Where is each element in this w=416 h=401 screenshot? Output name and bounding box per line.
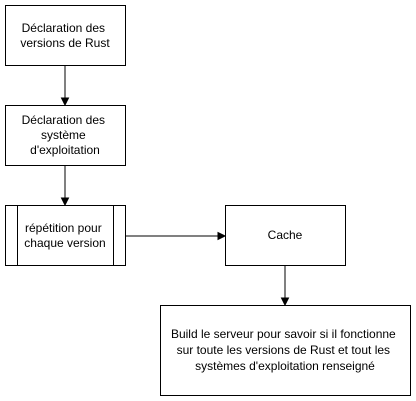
edge-os-declaration-to-repeat-per-version <box>60 166 70 207</box>
node-build-server-box <box>160 305 411 396</box>
node-os-declaration-box <box>5 105 126 166</box>
node-repeat-per-version-box <box>5 205 126 266</box>
node-cache[interactable]: Cache <box>225 205 346 266</box>
arrowhead <box>280 297 290 307</box>
edges <box>60 66 290 307</box>
svg-text:répétition pour chaque: répétition pour chaque version <box>24 221 105 250</box>
arrowhead <box>60 197 70 207</box>
node-os-declaration-line-2: système <box>41 128 86 142</box>
node-repeat-per-version[interactable]: répétition pour chaque version <box>5 205 126 266</box>
node-repeat-per-version-line-2: chaque version <box>24 236 105 250</box>
svg-text:Déclaration des systèm: Déclaration des système d'exploitation <box>22 113 109 157</box>
node-build-server-line-2: sur toute les versions de Rust et tout l… <box>177 343 390 357</box>
node-os-declaration-line-1: Déclaration des <box>22 113 105 127</box>
arrowhead <box>217 231 227 241</box>
svg-text:Déclaration des versio: Déclaration des versions de Rust <box>20 21 110 50</box>
node-os-declaration-line-3: d'exploitation <box>30 143 100 157</box>
node-cache-box <box>225 205 346 266</box>
node-rust-versions-line-1: Déclaration des <box>22 21 105 35</box>
node-build-server-line-1: Build le serveur pour savoir si il fonct… <box>171 327 396 341</box>
arrowhead <box>60 97 70 107</box>
edge-repeat-per-version-to-cache <box>125 231 227 241</box>
node-rust-versions-box <box>5 5 126 66</box>
node-repeat-per-version-line-1: répétition pour <box>25 221 102 235</box>
nodes: Déclaration des versions de Rust Déclara… <box>5 5 411 396</box>
edge-rust-versions-to-os-declaration <box>60 66 70 107</box>
node-rust-versions-line-2: versions de Rust <box>20 36 110 50</box>
node-rust-versions[interactable]: Déclaration des versions de Rust <box>5 5 126 66</box>
node-os-declaration[interactable]: Déclaration des système d'exploitation <box>5 105 126 166</box>
svg-text:Build le serveur pour savoir s: Build le serveur pour savoir si il fonct… <box>171 327 399 373</box>
edge-cache-to-build-server <box>280 266 290 307</box>
node-build-server[interactable]: Build le serveur pour savoir si il fonct… <box>160 305 411 396</box>
node-cache-line-1: Cache <box>268 228 303 242</box>
node-build-server-line-3: systèmes d'exploitation renseigné <box>195 359 375 373</box>
